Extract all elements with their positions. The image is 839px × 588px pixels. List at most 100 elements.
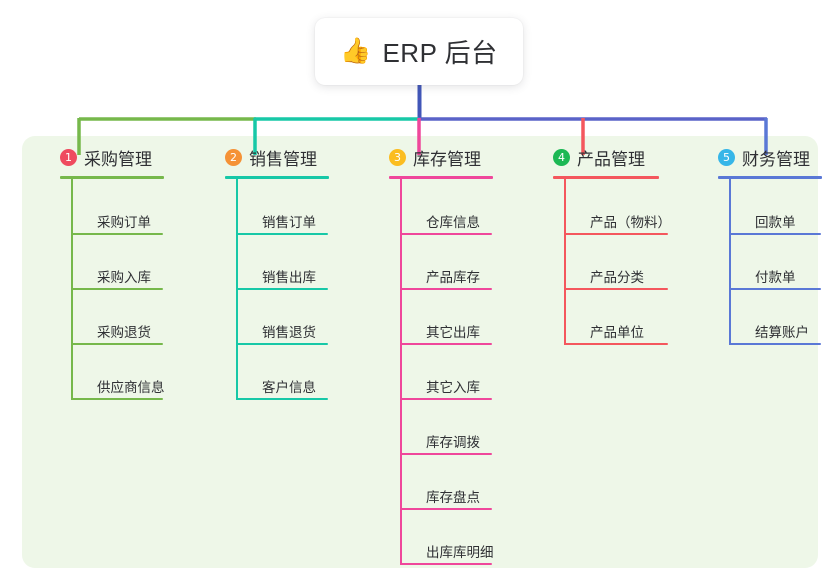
branch-number-badge: 3 xyxy=(389,148,406,166)
branch-item-label: 库存盘点 xyxy=(426,490,480,506)
branch-item[interactable]: 供应商信息 xyxy=(71,345,165,400)
branch-item-rule xyxy=(564,288,668,290)
branch-item-rule xyxy=(71,343,163,345)
root-node[interactable]: 👍 ERP 后台 xyxy=(315,18,523,85)
branch-item[interactable]: 销售出库 xyxy=(236,235,328,290)
branch-number-badge: 2 xyxy=(225,148,242,166)
branch-item[interactable]: 销售退货 xyxy=(236,290,328,345)
branch-column-销售管理: 2 销售管理销售订单销售出库销售退货客户信息 xyxy=(207,144,329,400)
branch-item-list: 采购订单采购入库采购退货供应商信息 xyxy=(71,179,165,400)
branch-item-rule xyxy=(400,233,492,235)
branch-item[interactable]: 仓库信息 xyxy=(400,179,494,235)
branch-item[interactable]: 出库库明细 xyxy=(400,510,494,565)
branch-item-list: 销售订单销售出库销售退货客户信息 xyxy=(236,179,328,400)
branch-item-rule xyxy=(71,398,163,400)
branch-column-财务管理: 5 财务管理回款单付款单结算账户 xyxy=(700,144,822,345)
branch-item-rule xyxy=(564,343,668,345)
branch-item[interactable]: 回款单 xyxy=(729,179,821,235)
branch-item-list: 仓库信息产品库存其它出库其它入库库存调拨库存盘点出库库明细 xyxy=(400,179,494,565)
branch-header-rule xyxy=(553,176,659,179)
branch-item-rule xyxy=(236,343,328,345)
branch-item[interactable]: 库存盘点 xyxy=(400,455,494,510)
branch-item-rule xyxy=(400,563,492,565)
branch-item-rule xyxy=(400,453,492,455)
branch-item[interactable]: 结算账户 xyxy=(729,290,821,345)
branch-item-label: 产品（物料） xyxy=(590,215,671,231)
branches-panel xyxy=(22,136,818,568)
branch-item[interactable]: 其它出库 xyxy=(400,290,494,345)
branch-item-label: 产品单位 xyxy=(590,325,644,341)
branch-item-label: 客户信息 xyxy=(262,380,316,396)
branch-item-rule xyxy=(400,398,492,400)
branch-item[interactable]: 客户信息 xyxy=(236,345,328,400)
branch-item-rule xyxy=(236,398,328,400)
branch-column-产品管理: 4 产品管理产品（物料） 产品分类产品单位 xyxy=(535,144,671,345)
branch-item[interactable]: 产品分类 xyxy=(564,235,671,290)
branch-title: 销售管理 xyxy=(249,149,317,169)
branch-item[interactable]: 采购入库 xyxy=(71,235,165,290)
branch-header-库存管理[interactable]: 3 库存管理 xyxy=(371,144,493,179)
branch-header-采购管理[interactable]: 1 采购管理 xyxy=(42,144,164,179)
branch-item[interactable]: 产品单位 xyxy=(564,290,671,345)
branch-item-label: 出库库明细 xyxy=(426,545,494,561)
branch-item-rule xyxy=(400,508,492,510)
branch-item-label: 产品库存 xyxy=(426,270,480,286)
branch-item-label: 供应商信息 xyxy=(97,380,165,396)
branch-item-rule xyxy=(236,288,328,290)
branch-item[interactable]: 产品（物料） xyxy=(564,179,671,235)
branch-item-label: 采购入库 xyxy=(97,270,151,286)
branch-column-采购管理: 1 采购管理采购订单采购入库采购退货供应商信息 xyxy=(42,144,165,400)
branch-item[interactable]: 产品库存 xyxy=(400,235,494,290)
branch-item-rule xyxy=(729,233,821,235)
branch-item-label: 库存调拨 xyxy=(426,435,480,451)
branch-item-rule xyxy=(400,288,492,290)
branch-title: 财务管理 xyxy=(742,149,810,169)
branch-header-rule xyxy=(225,176,329,179)
branch-number-badge: 4 xyxy=(553,148,570,166)
branch-title: 产品管理 xyxy=(577,149,645,169)
branch-item[interactable]: 采购退货 xyxy=(71,290,165,345)
branch-header-rule xyxy=(389,176,493,179)
branch-item-label: 其它出库 xyxy=(426,325,480,341)
branch-item-list: 回款单付款单结算账户 xyxy=(729,179,821,345)
branch-header-rule xyxy=(60,176,164,179)
branch-item-rule xyxy=(729,288,821,290)
branch-item-rule xyxy=(236,233,328,235)
branch-title: 库存管理 xyxy=(413,149,481,169)
branch-item-label: 产品分类 xyxy=(590,270,644,286)
branch-item-rule xyxy=(400,343,492,345)
branch-header-销售管理[interactable]: 2 销售管理 xyxy=(207,144,329,179)
branch-item-label: 其它入库 xyxy=(426,380,480,396)
branch-item-label: 销售退货 xyxy=(262,325,316,341)
branch-item-label: 销售订单 xyxy=(262,215,316,231)
root-node-content: 👍 ERP 后台 xyxy=(340,33,497,70)
branch-number-badge: 1 xyxy=(60,148,77,166)
branch-item[interactable]: 付款单 xyxy=(729,235,821,290)
thumbs-up-icon: 👍 xyxy=(340,37,372,65)
branch-header-产品管理[interactable]: 4 产品管理 xyxy=(535,144,659,179)
branch-item-rule xyxy=(564,233,668,235)
branch-column-库存管理: 3 库存管理仓库信息产品库存其它出库其它入库库存调拨库存盘点出库库明细 xyxy=(371,144,494,565)
branch-item-label: 付款单 xyxy=(755,270,796,286)
branch-item-label: 销售出库 xyxy=(262,270,316,286)
branch-header-财务管理[interactable]: 5 财务管理 xyxy=(700,144,822,179)
root-title: ERP 后台 xyxy=(382,38,498,68)
branch-item[interactable]: 采购订单 xyxy=(71,179,165,235)
branch-item[interactable]: 销售订单 xyxy=(236,179,328,235)
branch-item-label: 采购退货 xyxy=(97,325,151,341)
branch-item[interactable]: 其它入库 xyxy=(400,345,494,400)
branch-item-rule xyxy=(71,288,163,290)
branch-spine xyxy=(564,179,566,345)
branch-item-rule xyxy=(729,343,821,345)
branch-item[interactable]: 库存调拨 xyxy=(400,400,494,455)
branch-title: 采购管理 xyxy=(84,149,152,169)
branch-item-label: 仓库信息 xyxy=(426,215,480,231)
branch-item-label: 采购订单 xyxy=(97,215,151,231)
branch-item-label: 结算账户 xyxy=(755,325,809,341)
branch-item-list: 产品（物料） 产品分类产品单位 xyxy=(564,179,671,345)
branch-number-badge: 5 xyxy=(718,148,735,166)
branch-item-label: 回款单 xyxy=(755,215,796,231)
branch-item-rule xyxy=(71,233,163,235)
branch-spine xyxy=(400,179,402,565)
